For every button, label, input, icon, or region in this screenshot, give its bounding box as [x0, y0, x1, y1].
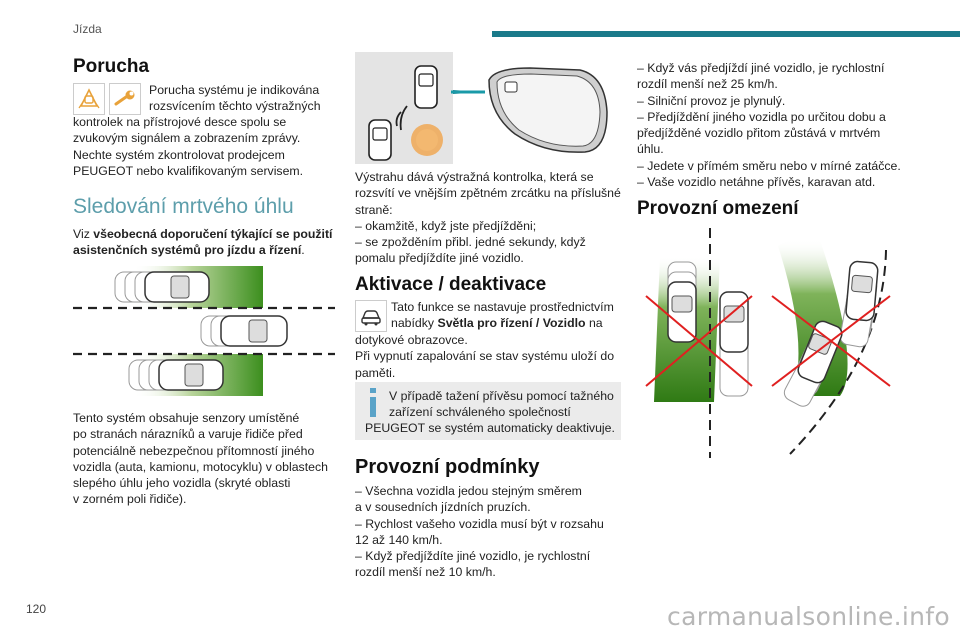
text-line: zařízení schváleného společností [389, 405, 571, 420]
info-text-indented: V případě tažení přívěsu pomocí tažného … [389, 388, 614, 421]
text-line: vozidla (auta, kamionu, motocyklu) v obl… [73, 459, 328, 474]
text-line: V případě tažení přívěsu pomocí tažného [389, 389, 614, 403]
text-fragment: na [585, 316, 603, 331]
text-line: – Všechna vozidla jedou stejným směrem [355, 484, 582, 498]
text-line: – Jedete v přímém směru nebo v mírné zat… [637, 158, 901, 173]
text-line: slepého úhlu jeho vozidla (skryté oblast… [73, 476, 291, 491]
text-line: úhlu. [637, 142, 664, 157]
text-line: Porucha systému je indikována [149, 83, 320, 97]
section-title-porucha: Porucha [73, 56, 150, 77]
text-line: – Když předjíždíte jiné vozidlo, je rych… [355, 549, 591, 564]
text-line: po stranách nárazníků a varuje řidiče př… [73, 427, 303, 442]
conditions-list: – Všechna vozidla jedou stejným směrem a… [355, 483, 604, 581]
page-number: 120 [26, 602, 47, 616]
activation-text: dotykové obrazovce. Při vypnutí zapalová… [355, 332, 614, 381]
porucha-text: kontrolek na přístrojové desce spolu se … [73, 114, 303, 179]
bsm-description: Tento systém obsahuje senzory umístěné p… [73, 410, 328, 508]
text-line: Výstrahu dává výstražná kontrolka, která… [355, 170, 594, 184]
blind-spot-diagram [73, 266, 335, 396]
limits-diagram [645, 228, 891, 458]
text-line: a v sousedních jízdních pruzích. [355, 500, 531, 515]
text-line: rozdíl menší než 25 km/h. [637, 77, 778, 92]
text-line: potenciálně nebezpečnou přítomností jiné… [73, 443, 315, 458]
text-line: PEUGEOT nebo kvalifikovaným servisem. [73, 163, 304, 178]
conditions-list-continued: – Když vás předjíždí jiné vozidlo, je ry… [637, 60, 901, 190]
text-line: – Vaše vozidlo netáhne přívěs, karavan a… [637, 175, 876, 190]
text-line: předjížděné vozidlo přitom zůstává v mrt… [637, 126, 881, 141]
text-line: – Silniční provoz je plynulý. [637, 93, 786, 108]
lane-warning-icon [73, 83, 105, 115]
mirror-diagram [355, 52, 620, 164]
car-settings-icon [355, 300, 387, 332]
porucha-text-indented: Porucha systému je indikována rozsvícení… [149, 82, 321, 115]
header-accent-bar [492, 31, 960, 37]
text-line: paměti. [355, 365, 396, 380]
bsm-reference: Viz všeobecná doporučení týkající se pou… [73, 226, 332, 259]
text-line: rozdíl menší než 10 km/h. [355, 565, 496, 580]
section-title-limits: Provozní omezení [637, 198, 799, 219]
text-line: – se zpožděním přibl. jedné sekundy, kdy… [355, 235, 586, 250]
section-title-conditions: Provozní podmínky [355, 456, 540, 478]
text-fragment: Viz [73, 227, 94, 241]
text-line: rozsvícením těchto výstražných [149, 99, 321, 114]
text-line: – okamžitě, když jste předjížděni; [355, 218, 537, 233]
text-fragment: nabídky [391, 316, 438, 331]
text-line: Tento systém obsahuje senzory umístěné [73, 411, 300, 425]
info-icon [370, 388, 376, 417]
text-line: – Předjíždění jiného vozidla po určitou … [637, 109, 886, 124]
section-title-activation: Aktivace / deaktivace [355, 274, 547, 295]
text-line: – Když vás předjíždí jiné vozidlo, je ry… [637, 61, 885, 75]
section-title-blind-spot: Sledování mrtvého úhlu [73, 195, 294, 218]
menu-path: Světla pro řízení / Vozidlo [437, 316, 586, 331]
text-line: zvukovým signálem a zobrazením zprávy. [73, 131, 301, 146]
text-line: Tato funkce se nastavuje prostřednictvím [391, 300, 614, 314]
running-header: Jízda [73, 22, 102, 36]
info-text-last: PEUGEOT se systém automaticky deaktivuje… [365, 421, 615, 435]
text-bold: všeobecná doporučení týkající se použití [93, 227, 333, 241]
text-line: dotykové obrazovce. [355, 333, 468, 347]
text-line: 12 až 140 km/h. [355, 532, 443, 547]
watermark: carmanualsonline.info [667, 602, 950, 631]
mirror-diagram-drawing [368, 65, 608, 161]
text-line: rozsvítí ve vnějším zpětném zrcátku na p… [355, 186, 621, 201]
text-line: Nechte systém zkontrolovat prodejcem [73, 147, 285, 162]
text-line: – Rychlost vašeho vozidla musí být v roz… [355, 516, 604, 531]
text-line: straně: [355, 202, 393, 217]
info-box: V případě tažení přívěsu pomocí tažného … [355, 382, 621, 440]
activation-text-indented: Tato funkce se nastavuje prostřednictvím… [391, 299, 614, 332]
text-bold: asistenčních systémů pro jízdu a řízení [73, 243, 302, 258]
warning-description: Výstrahu dává výstražná kontrolka, která… [355, 169, 621, 267]
text-fragment: . [301, 243, 305, 258]
wrench-warning-icon [109, 83, 141, 115]
text-line: Při vypnutí zapalování se stav systému u… [355, 349, 615, 364]
text-line: v zorném poli řidiče). [73, 492, 187, 507]
text-line: kontrolek na přístrojové desce spolu se [73, 115, 287, 129]
text-line: pomalu předjíždíte jiné vozidlo. [355, 251, 524, 266]
